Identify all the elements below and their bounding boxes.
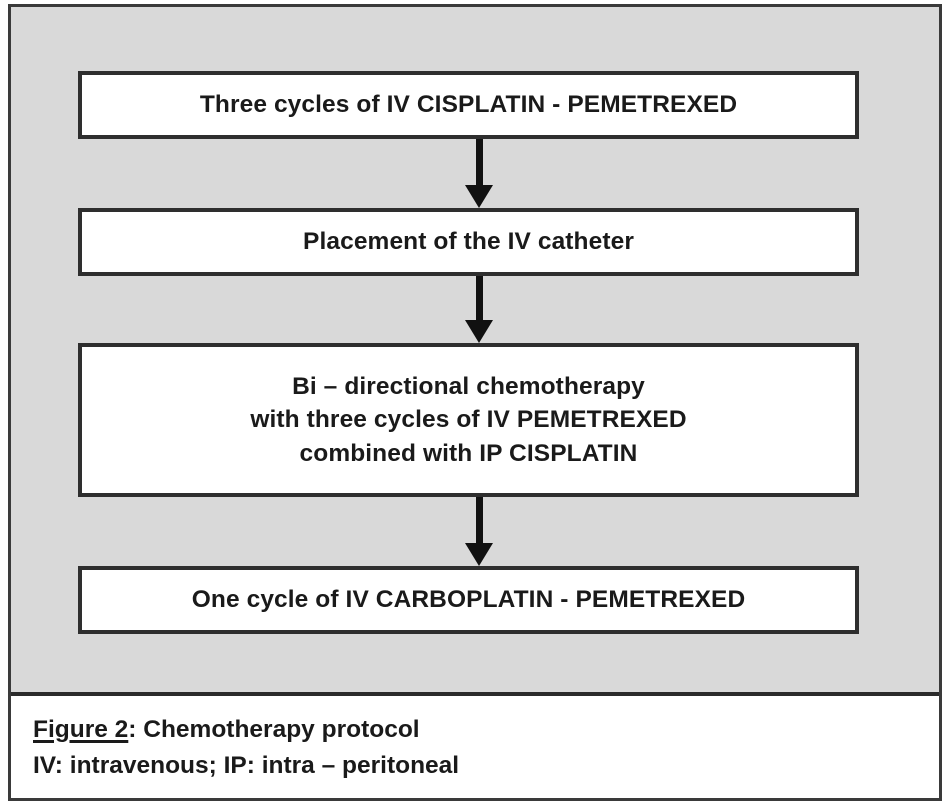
caption-abbreviations-line: IV: intravenous; IP: intra – peritoneal — [33, 751, 460, 779]
flow-step-label: One cycle of IV CARBOPLATIN - PEMETREXED — [191, 586, 746, 614]
flow-step-bidirectional-chemotherapy: Bi – directional chemotherapy with three… — [78, 343, 859, 497]
flow-step-induction-chemotherapy: Three cycles of IV CISPLATIN - PEMETREXE… — [78, 71, 859, 139]
flow-step-consolidation-chemotherapy: One cycle of IV CARBOPLATIN - PEMETREXED — [78, 566, 859, 634]
arrow-shaft — [476, 139, 483, 187]
figure-number-label: Figure 2 — [33, 716, 129, 743]
figure-title-text: : Chemotherapy protocol — [128, 716, 420, 743]
arrow-head — [465, 185, 493, 208]
flow-step-label: Placement of the IV catheter — [303, 228, 634, 256]
down-arrow-icon-3 — [463, 497, 495, 566]
flow-step-label: Bi – directional chemotherapy with three… — [250, 373, 687, 467]
arrow-shaft — [476, 497, 483, 545]
figure-caption: Figure 2: Chemotherapy protocol IV: intr… — [11, 696, 939, 798]
down-arrow-icon-2 — [463, 276, 495, 343]
arrow-shaft — [476, 276, 483, 322]
figure-frame: Three cycles of IV CISPLATIN - PEMETREXE… — [8, 4, 942, 801]
arrow-head — [465, 320, 493, 343]
arrow-head — [465, 543, 493, 566]
down-arrow-icon-1 — [463, 139, 495, 208]
caption-title-line: Figure 2: Chemotherapy protocol — [33, 712, 939, 748]
flow-step-label: Three cycles of IV CISPLATIN - PEMETREXE… — [199, 91, 738, 119]
flowchart-panel: Three cycles of IV CISPLATIN - PEMETREXE… — [11, 7, 939, 696]
flow-step-catheter-placement: Placement of the IV catheter — [78, 208, 859, 276]
